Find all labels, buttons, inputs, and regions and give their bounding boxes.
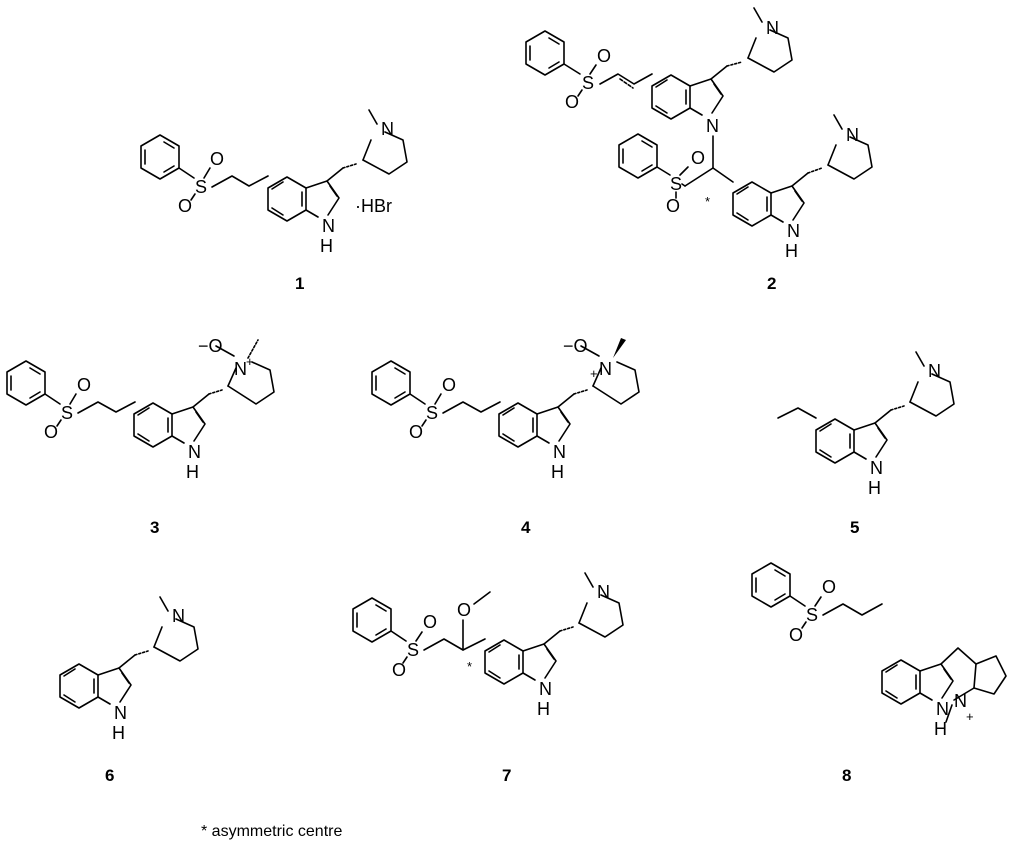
charge-plus: + xyxy=(966,709,974,724)
oxygen-atom: O xyxy=(691,148,705,168)
nitrogen-atom: N xyxy=(188,442,201,462)
compound-4: S O O N + −O N H 4 xyxy=(371,336,640,537)
stereo-mark: * xyxy=(705,194,710,209)
compound-6: N N H 6 xyxy=(59,596,199,785)
oxygen-atom: O xyxy=(77,375,91,395)
compound-number-5: 5 xyxy=(850,518,859,537)
compound-8: S O O N + N H 8 xyxy=(751,562,1007,785)
sulfur-atom: S xyxy=(670,174,682,194)
sulfur-atom: S xyxy=(195,177,207,197)
compound-number-6: 6 xyxy=(105,766,114,785)
hydrogen-atom: H xyxy=(320,236,333,256)
hydrogen-atom: H xyxy=(785,241,798,261)
sulfur-atom: S xyxy=(426,403,438,423)
hydrogen-atom: H xyxy=(551,462,564,482)
sulfur-atom: S xyxy=(582,73,594,93)
n-oxide-oxygen: −O xyxy=(563,336,588,356)
sulfur-atom: S xyxy=(407,640,419,660)
charge-plus: + xyxy=(246,354,254,369)
nitrogen-atom: N xyxy=(322,216,335,236)
compound-1: S O O N N H ·HBr 1 xyxy=(140,109,408,293)
sulfur-atom: S xyxy=(806,605,818,625)
compound-3: S O O N + −O N H 3 xyxy=(6,336,275,537)
nitrogen-atom: N xyxy=(936,699,949,719)
compound-number-8: 8 xyxy=(842,766,851,785)
compound-5: N N H 5 xyxy=(777,351,955,537)
nitrogen-atom: N xyxy=(599,359,612,379)
oxygen-atom: O xyxy=(44,422,58,442)
hydrogen-atom: H xyxy=(868,478,881,498)
nitrogen-atom: N xyxy=(539,679,552,699)
oxygen-atom: O xyxy=(565,92,579,112)
oxygen-atom: O xyxy=(597,46,611,66)
compound-7: S O O O * N N H 7 xyxy=(352,572,624,785)
nitrogen-atom: N xyxy=(234,359,247,379)
compound-number-4: 4 xyxy=(521,518,531,537)
hydrogen-atom: H xyxy=(112,723,125,743)
oxygen-atom: O xyxy=(210,149,224,169)
nitrogen-atom: N xyxy=(846,125,859,145)
oxygen-atom: O xyxy=(409,422,423,442)
oxygen-atom: O xyxy=(822,577,836,597)
nitrogen-atom: N xyxy=(706,116,719,136)
oxygen-atom: O xyxy=(423,612,437,632)
nitrogen-atom: N xyxy=(954,691,967,711)
footnote: * asymmetric centre xyxy=(201,823,342,840)
oxygen-atom: O xyxy=(789,625,803,645)
nitrogen-atom: N xyxy=(597,582,610,602)
salt-label: ·HBr xyxy=(355,196,392,216)
nitrogen-atom: N xyxy=(172,606,185,626)
nitrogen-atom: N xyxy=(928,361,941,381)
charge-plus: + xyxy=(590,366,598,381)
nitrogen-atom: N xyxy=(766,18,779,38)
nitrogen-atom: N xyxy=(553,442,566,462)
compound-number-7: 7 xyxy=(502,766,511,785)
compound-2: S O O N N * S O O xyxy=(525,7,873,293)
oxygen-atom: O xyxy=(442,375,456,395)
nitrogen-atom: N xyxy=(870,458,883,478)
nitrogen-atom: N xyxy=(114,703,127,723)
compound-number-2: 2 xyxy=(767,274,776,293)
oxygen-atom: O xyxy=(178,196,192,216)
oxygen-atom: O xyxy=(457,600,471,620)
compound-number-1: 1 xyxy=(295,274,304,293)
compound-number-3: 3 xyxy=(150,518,159,537)
n-oxide-oxygen: −O xyxy=(198,336,223,356)
nitrogen-atom: N xyxy=(381,119,394,139)
hydrogen-atom: H xyxy=(186,462,199,482)
hydrogen-atom: H xyxy=(537,699,550,719)
sulfur-atom: S xyxy=(61,403,73,423)
oxygen-atom: O xyxy=(666,196,680,216)
oxygen-atom: O xyxy=(392,660,406,680)
nitrogen-atom: N xyxy=(787,221,800,241)
hydrogen-atom: H xyxy=(934,719,947,739)
stereo-mark: * xyxy=(467,659,472,674)
